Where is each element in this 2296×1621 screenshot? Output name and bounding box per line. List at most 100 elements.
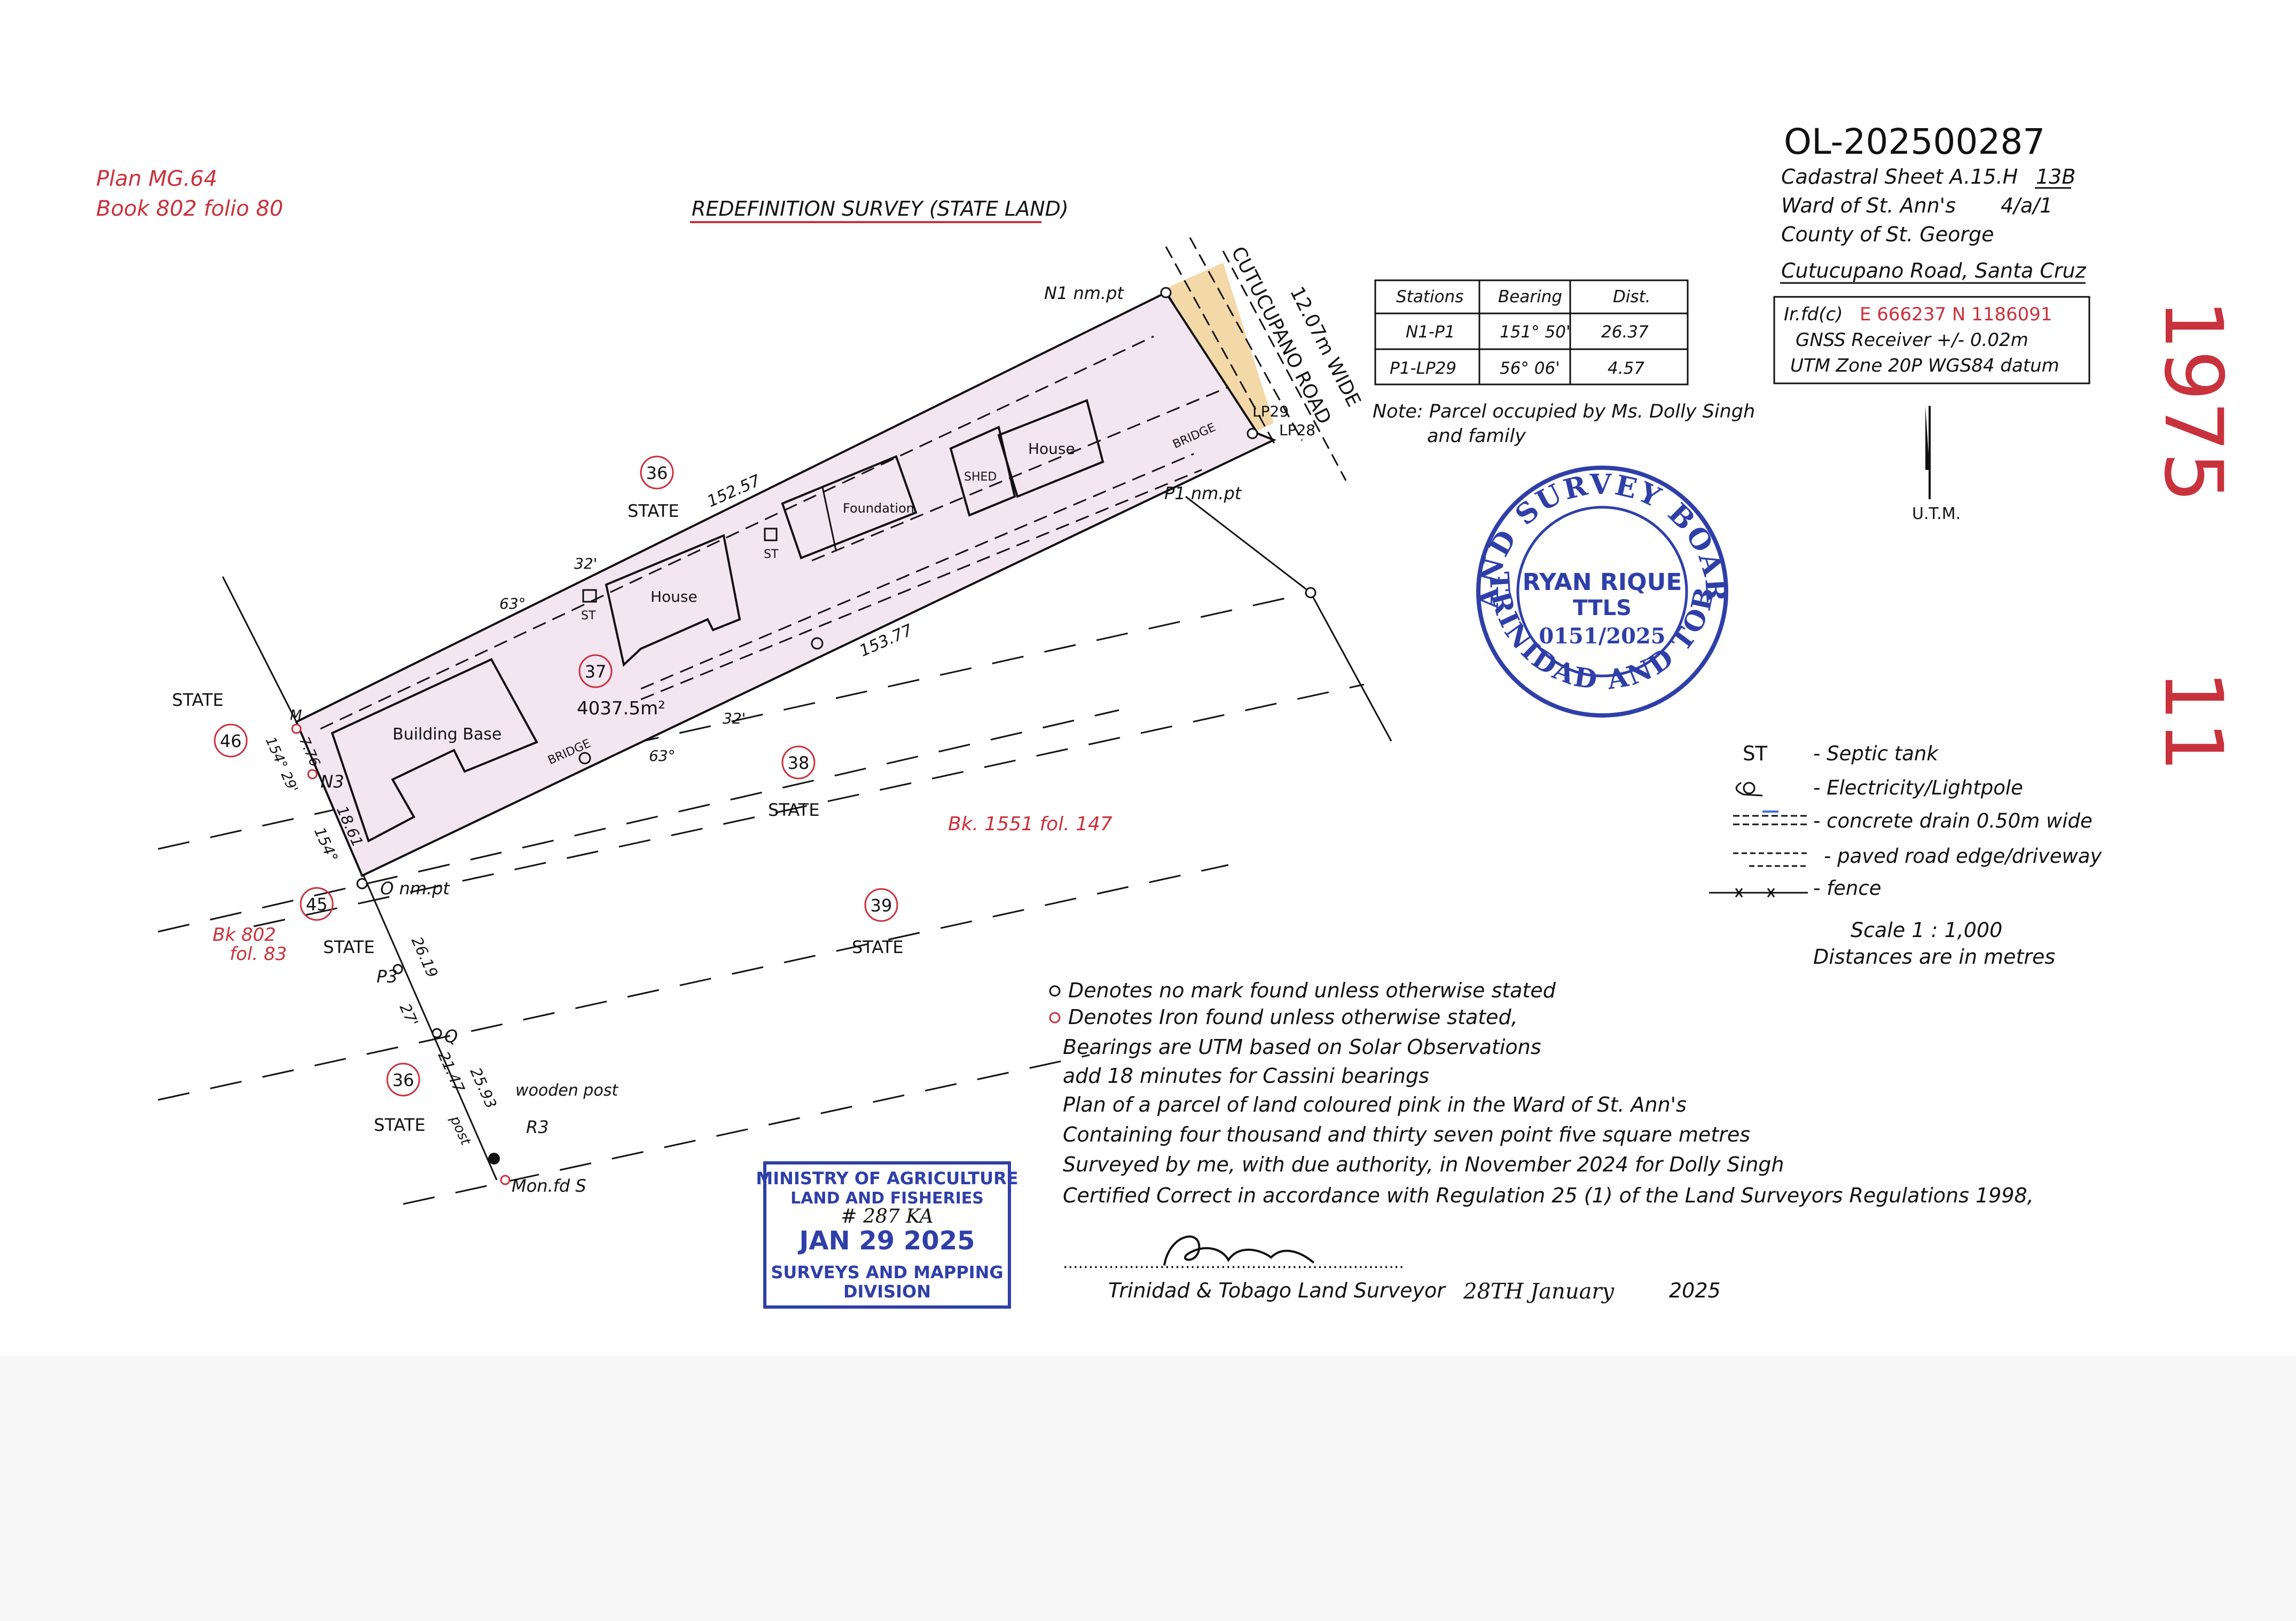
north-label: U.T.M.	[1912, 505, 1961, 523]
legend-lightpole: - Electricity/Lightpole	[1813, 776, 2023, 799]
ministry-line4: SURVEYS AND MAPPING	[771, 1262, 1003, 1282]
legend-symbol-st: ST	[1743, 742, 1767, 765]
svg-text:STATE: STATE	[628, 501, 679, 521]
cadastral-sheet: Cadastral Sheet A.15.H	[1781, 165, 2018, 188]
book-folio: Book 802 folio 80	[96, 196, 283, 221]
survey-marks	[291, 287, 1317, 1185]
table-row-bearing: 56° 06'	[1500, 359, 1560, 378]
table-header-bearing: Bearing	[1498, 287, 1562, 306]
coordinate-values: E 666237 N 1186091	[1860, 304, 2052, 325]
table-row-station: N1-P1	[1406, 322, 1455, 342]
note-cassini: add 18 minutes for Cassini bearings	[1063, 1064, 1429, 1088]
stamp-number: 0151/2025	[1539, 624, 1665, 649]
parcel-internal-lines	[320, 335, 1229, 730]
house-1-label: House	[651, 588, 698, 605]
septic-tank-1	[582, 589, 597, 603]
svg-text:39: 39	[871, 895, 892, 916]
station-n1: N1 nm.pt	[1044, 283, 1124, 303]
station-lp29: LP29	[1252, 403, 1289, 420]
ministry-line5: DIVISION	[843, 1281, 931, 1302]
station-n3: N3	[320, 772, 344, 792]
ward-code: 4/a/1	[2001, 194, 2052, 217]
certification-date: 28TH January	[1463, 1279, 1615, 1304]
bk802-line1: Bk 802	[213, 924, 276, 946]
ministry-line1: MINISTRY OF AGRICULTURE	[756, 1168, 1018, 1189]
parcel-pink	[295, 291, 1276, 877]
foundation	[781, 455, 918, 560]
legend-septic-tank: - Septic tank	[1813, 742, 1939, 765]
county: County of St. George	[1781, 223, 1994, 246]
table-row-dist: 26.37	[1601, 322, 1649, 342]
lot-36-north: 36 STATE	[628, 455, 679, 521]
certification-year: 2025	[1669, 1279, 1721, 1302]
legend-paved-road: - paved road edge/driveway	[1824, 845, 2102, 868]
plan-number: Plan MG.64	[96, 167, 217, 191]
page-lower-margin	[0, 1356, 2296, 1621]
ward: Ward of St. Ann's	[1781, 194, 1956, 217]
svg-text:STATE: STATE	[172, 690, 224, 710]
foundation-label: Foundation	[843, 501, 914, 516]
note-certified: Certified Correct in accordance with Reg…	[1063, 1184, 2034, 1207]
iron-found-symbol-icon	[1049, 1012, 1061, 1024]
note-bearings: Bearings are UTM based on Solar Observat…	[1063, 1035, 1541, 1059]
neighbouring-lot-lines	[158, 495, 1392, 1205]
note-line-1: Note: Parcel occupied by Ms. Dolly Singh	[1373, 401, 1755, 422]
svg-text:36: 36	[646, 463, 668, 483]
parcel-area: 4037.5m²	[577, 698, 665, 719]
bearing-32-south: 32'	[723, 710, 746, 727]
survey-plan-sheet	[0, 0, 2296, 1356]
table-row-dist: 4.57	[1608, 359, 1644, 378]
lightpole-icon	[1735, 782, 1763, 797]
book-reference: Bk. 1551 fol. 147	[948, 813, 1112, 835]
ministry-handwritten: # 287 KA	[841, 1206, 933, 1227]
table-header-dist: Dist.	[1613, 287, 1651, 306]
shed	[949, 426, 1016, 517]
paved-road-icon	[1733, 852, 1808, 867]
fence-icon	[1709, 888, 1808, 898]
bearing-154: 154°	[311, 824, 342, 864]
bearing-63-north: 63°	[499, 595, 526, 612]
distance-21-47: 21.47	[435, 1049, 468, 1095]
note-line-2: and family	[1427, 426, 1526, 447]
septic-tank-2	[764, 528, 778, 541]
station-lp28: LP28	[1279, 421, 1315, 439]
station-p3: P3	[377, 966, 398, 987]
surveyor-title: Trinidad & Tobago Land Surveyor	[1108, 1279, 1446, 1302]
lot-46: 46 STATE	[172, 690, 248, 758]
station-m: M	[290, 707, 302, 723]
svg-text:STATE: STATE	[768, 800, 820, 820]
note-iron-found: Denotes Iron found unless otherwise stat…	[1068, 1005, 1518, 1029]
legend-fence: - fence	[1813, 877, 1881, 900]
lot-38: 38 STATE	[768, 745, 820, 820]
building-base-label: Building Base	[393, 725, 501, 744]
stamp-title: TTLS	[1573, 596, 1632, 620]
signature-line: ........................................…	[1063, 1254, 1404, 1272]
foundation-divider	[821, 486, 837, 550]
bearing-table	[1374, 279, 1689, 385]
margin-number-bottom: 11	[2146, 670, 2239, 772]
distance-26-19: 26.19	[408, 934, 442, 980]
note-containing: Containing four thousand and thirty seve…	[1063, 1123, 1750, 1146]
building-base	[331, 658, 538, 843]
station-s: Mon.fd S	[512, 1176, 586, 1196]
note-no-mark: Denotes no mark found unless otherwise s…	[1068, 979, 1556, 1002]
ministry-line2: LAND AND FISHERIES	[790, 1189, 984, 1208]
cadastral-sub: 13B	[2036, 165, 2075, 188]
road-strip	[1166, 263, 1274, 434]
scale-units: Distances are in metres	[1813, 945, 2055, 969]
house-1	[605, 534, 741, 667]
septic-tank-2-label: ST	[764, 548, 779, 561]
note-surveyed: Surveyed by me, with due authority, in N…	[1063, 1153, 1784, 1176]
table-header-stations: Stations	[1396, 287, 1463, 306]
bearing-32-north: 32'	[574, 555, 597, 572]
bearing-63-south: 63°	[649, 747, 676, 765]
bearing-27: 27'	[396, 1001, 422, 1029]
lot-45: 45 STATE	[300, 887, 375, 957]
note-plan-parcel: Plan of a parcel of land coloured pink i…	[1063, 1093, 1687, 1116]
svg-text:36: 36	[393, 1070, 414, 1090]
north-arrow-icon	[1925, 406, 1931, 499]
margin-number-top: 1975	[2146, 299, 2239, 503]
coordinate-gnss: GNSS Receiver +/- 0.02m	[1796, 329, 2028, 351]
table-row-station: P1-LP29	[1390, 359, 1456, 378]
